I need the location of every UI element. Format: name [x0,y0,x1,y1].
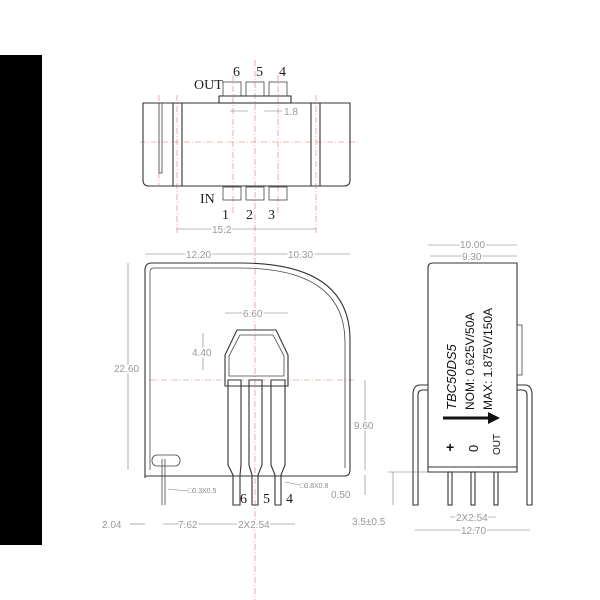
pin-out-label: OUT [492,434,503,455]
arrow-icon [443,412,500,424]
bottom-pin-label: 3 [268,208,275,223]
out-pin-6 [222,81,242,97]
core-window [228,334,285,377]
front-pin-5 [248,379,263,506]
right-lead [517,384,533,506]
dim-pitch: 1.8 [284,107,298,118]
side-view: TBC50DS5 NOM: 0.625V/50A MAX: 1.875V/150… [352,239,533,539]
front-pin-4 [270,379,286,506]
bottom-pin-label: 2 [246,208,253,223]
side-pin-plus [447,471,453,506]
dim-side-pitch: 2X2.54 [456,513,488,524]
left-lead [412,384,428,506]
pin-plus-label: + [446,439,454,455]
side-pin-out [493,471,499,506]
nom-label: NOM: 0.625V/50A [463,313,477,410]
out-pin-4 [268,81,288,97]
max-label: MAX: 1.875V/150A [481,308,495,410]
top-body [142,102,351,187]
dim-width: 15.2 [212,225,232,236]
top-pin-label: 5 [256,65,263,80]
front-pin-6 [227,379,242,506]
front-view: 6 5 4 12.20 10.30 22.60 6.60 4.40 9.60 0… [102,249,375,533]
dim-right: 10.30 [288,250,313,261]
bottom-pin-label: 1 [222,208,229,223]
dim-small-pin: □0.3X0.5 [188,488,216,495]
dim-span: 12.70 [461,526,486,537]
model-label: TBC50DS5 [444,343,459,410]
core-outer [224,329,289,387]
dim-lead: 3.5±0.5 [352,517,386,528]
top-pin-label: 4 [279,65,286,80]
top-view: OUT IN 6 5 4 1 2 3 1.8 15.2 [140,60,360,600]
in-pin-3 [268,186,288,201]
dim-window-height: 4.40 [192,348,212,359]
out-label: OUT [194,78,223,93]
top-pin-label: 6 [233,65,240,80]
pin-zero-label: 0 [466,445,481,452]
out-pin-5 [245,81,265,97]
dim-inner: 9.30 [462,252,482,263]
dim-left: 12.20 [186,250,211,261]
in-pin-1 [222,186,242,201]
side-body [427,262,518,473]
front-pin-label: 5 [263,492,270,507]
in-pin-2 [245,186,265,201]
dim-window-width: 6.60 [243,309,263,320]
dim-edge: 2.04 [102,520,122,531]
dim-outer: 10.00 [460,240,485,251]
side-pin-zero [470,471,476,506]
in-label: IN [200,192,215,207]
dim-offset: 0.50 [331,490,351,501]
front-pin-label: 6 [240,492,247,507]
left-black-bar [0,55,42,545]
front-pin-label: 4 [286,492,293,507]
dim-pin-height: 9.60 [354,421,374,432]
front-body-outer [144,262,351,478]
dim-pin-offset: 7.62 [178,520,198,531]
dim-large-pin: □0.8X0.8 [300,483,328,490]
dim-height: 22.60 [114,364,139,375]
dim-pin-pitch: 2X2.54 [238,520,270,531]
